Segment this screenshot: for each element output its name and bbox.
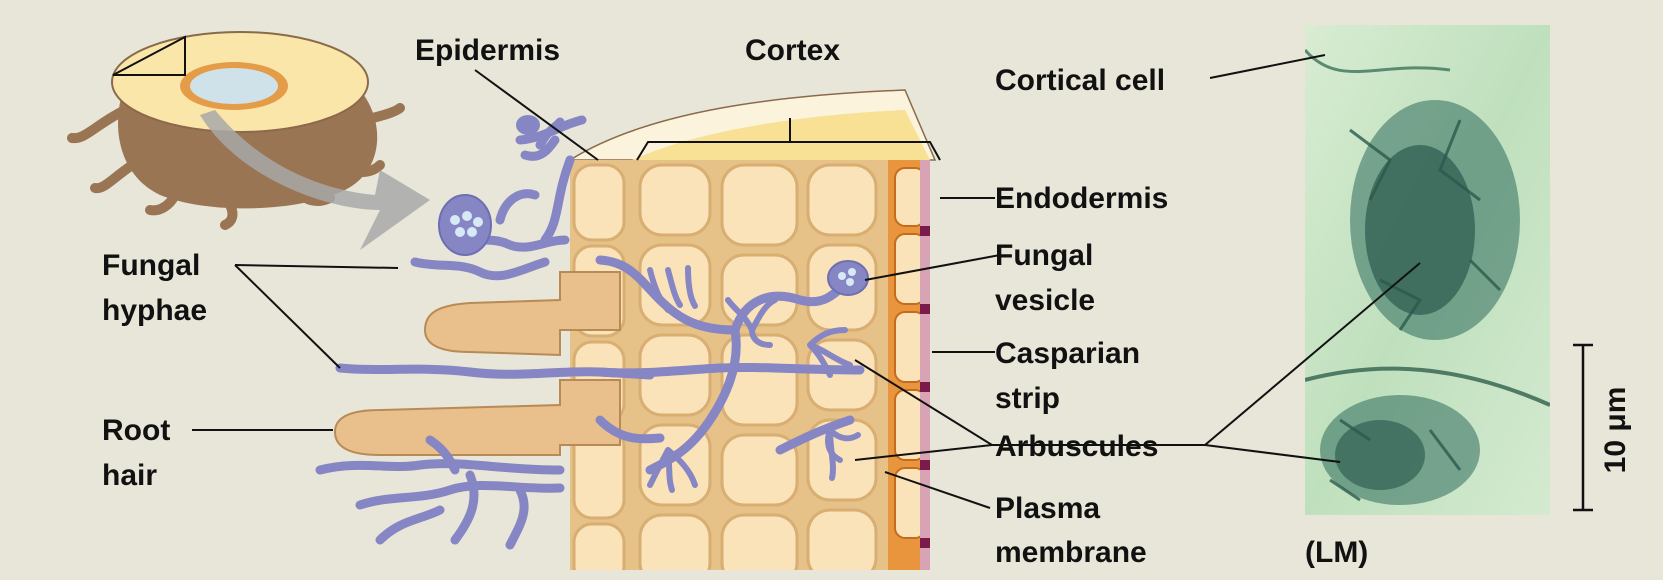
label-fungal-hyphae-2: hyphae [102, 294, 207, 327]
endodermis-layer [888, 160, 932, 570]
label-casparian-1: Casparian [995, 337, 1140, 370]
label-arbuscules: Arbuscules [995, 430, 1158, 463]
label-cortex: Cortex [745, 34, 840, 67]
label-lm: (LM) [1305, 536, 1368, 569]
label-endodermis: Endodermis [995, 182, 1168, 215]
label-fungal-vesicle-1: Fungal [995, 239, 1093, 272]
light-micrograph [1305, 25, 1550, 515]
label-plasma-2: membrane [995, 536, 1147, 569]
label-fungal-vesicle-2: vesicle [995, 284, 1095, 317]
label-cortical-cell: Cortical cell [995, 64, 1165, 97]
label-root-hair-1: Root [102, 414, 170, 447]
label-plasma-1: Plasma [995, 492, 1100, 525]
label-root-hair-2: hair [102, 459, 157, 492]
label-fungal-hyphae-1: Fungal [102, 249, 200, 282]
label-epidermis: Epidermis [415, 34, 560, 67]
label-casparian-2: strip [995, 382, 1060, 415]
label-scale: 10 μm [1599, 387, 1632, 474]
